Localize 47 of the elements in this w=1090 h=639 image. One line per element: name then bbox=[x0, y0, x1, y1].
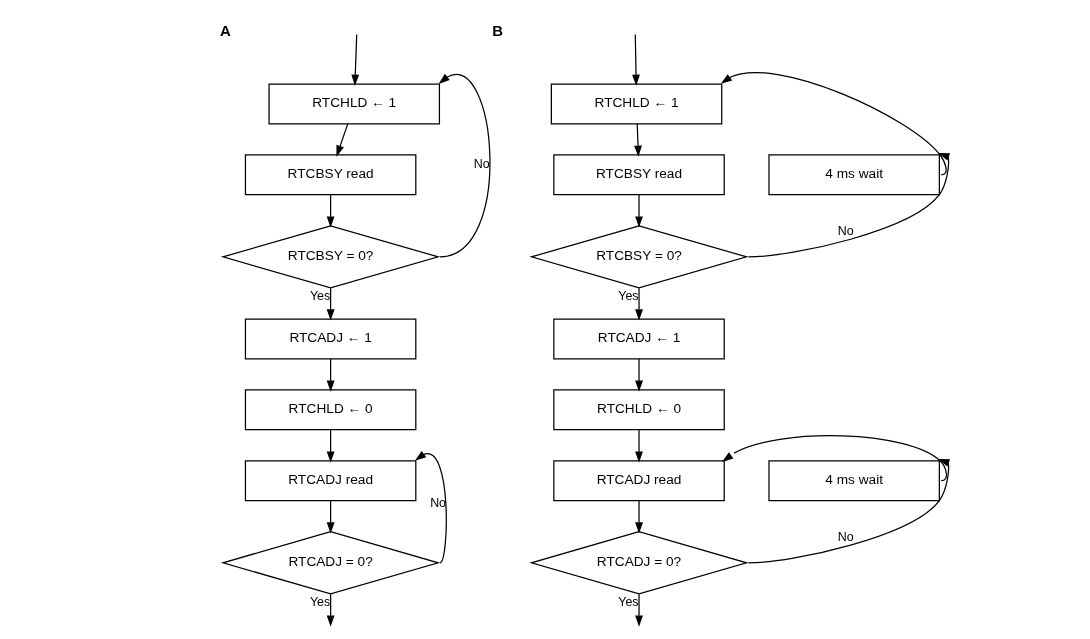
node-box: RTCADJ read bbox=[244, 460, 417, 502]
node-box: RTCHLD ← 1 bbox=[550, 83, 723, 125]
node-box: RTCHLD ← 1 bbox=[268, 83, 441, 125]
node-box: RTCHLD ← 0 bbox=[244, 389, 417, 431]
edge-label: No bbox=[473, 157, 490, 172]
arrow bbox=[326, 429, 335, 463]
edge-label: Yes bbox=[309, 595, 331, 610]
edge-label: Yes bbox=[618, 595, 639, 610]
edge-label: Yes bbox=[309, 288, 331, 303]
node-box: RTCBSY read bbox=[244, 154, 417, 196]
arrow bbox=[635, 287, 643, 321]
arrow bbox=[635, 194, 643, 228]
arrow bbox=[635, 500, 643, 534]
arrow bbox=[326, 500, 335, 534]
arrow bbox=[747, 458, 951, 564]
arrow bbox=[414, 450, 447, 564]
arrow bbox=[351, 33, 360, 86]
node-box: RTCADJ ← 1 bbox=[244, 318, 417, 360]
edge-label: Yes bbox=[618, 288, 639, 303]
arrow bbox=[326, 358, 335, 392]
node-box: RTCADJ ← 1 bbox=[553, 318, 725, 360]
node-diamond: RTCADJ = 0? bbox=[220, 531, 441, 595]
node-box: 4 ms wait bbox=[768, 154, 940, 196]
node-box: RTCBSY read bbox=[553, 154, 725, 196]
node-box: RTCHLD ← 0 bbox=[553, 389, 725, 431]
label: B bbox=[492, 21, 504, 39]
arrow bbox=[326, 287, 335, 321]
arrow bbox=[438, 73, 491, 258]
node-diamond: RTCBSY = 0? bbox=[529, 225, 749, 289]
edge-label: No bbox=[837, 223, 854, 238]
node-diamond: RTCADJ = 0? bbox=[529, 531, 749, 595]
edge-label: No bbox=[837, 529, 854, 544]
arrow bbox=[635, 593, 643, 627]
arrow bbox=[326, 194, 335, 228]
arrow bbox=[635, 358, 643, 392]
arrow bbox=[747, 153, 951, 258]
node-box: RTCADJ read bbox=[553, 460, 725, 502]
arrow bbox=[326, 593, 335, 627]
arrow bbox=[634, 123, 642, 157]
node-diamond: RTCBSY = 0? bbox=[220, 225, 441, 289]
arrow bbox=[336, 123, 349, 157]
arrow bbox=[635, 429, 643, 463]
arrow bbox=[722, 435, 948, 482]
label: A bbox=[219, 21, 231, 39]
arrow bbox=[720, 72, 947, 176]
node-box: 4 ms wait bbox=[768, 460, 940, 502]
arrow bbox=[632, 33, 640, 86]
